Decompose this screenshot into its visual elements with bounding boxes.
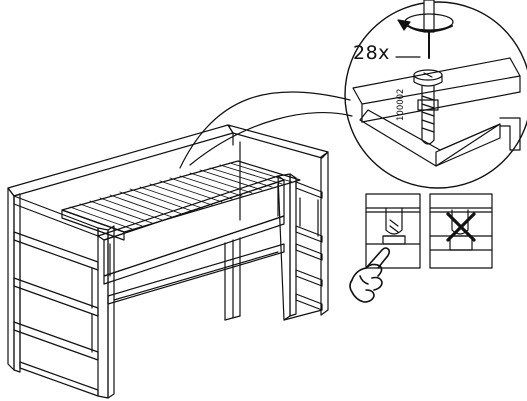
part-number-label: 100002: [396, 88, 406, 121]
correct-example: [365, 193, 421, 269]
bed-slats: [69, 162, 293, 230]
rotation-arrow-icon: [397, 19, 453, 33]
detail-callout: [179, 1, 527, 189]
bunk-bed-frame: [7, 124, 329, 399]
quantity-label: 28x: [353, 42, 390, 64]
cross-mark-icon: [446, 212, 476, 242]
pointing-hand-icon: [349, 247, 390, 303]
screw-detail: [413, 69, 443, 145]
incorrect-example: [429, 193, 493, 269]
